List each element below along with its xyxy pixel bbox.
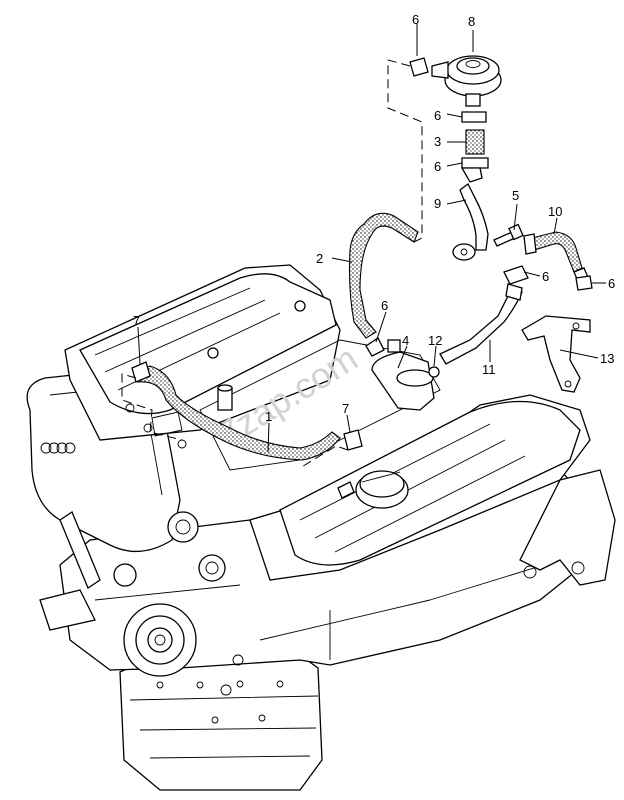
crankshaft-pulley <box>123 603 197 677</box>
callout-6: 6 <box>542 269 549 284</box>
part-12-clamp <box>428 366 440 378</box>
engine-block <box>26 264 616 791</box>
callout-4: 4 <box>402 333 409 348</box>
part-3-sleeve <box>465 129 485 155</box>
callout-5: 5 <box>512 188 519 203</box>
callout-1: 1 <box>265 409 272 424</box>
callout-8: 8 <box>468 14 475 29</box>
idler-pulley <box>167 511 226 582</box>
part-8-oil-separator <box>409 55 502 107</box>
callout-10: 10 <box>548 204 562 219</box>
callout-6: 6 <box>434 159 441 174</box>
part-4-pcv-valve <box>365 337 435 411</box>
callout-9: 9 <box>434 196 441 211</box>
callout-13: 13 <box>600 351 614 366</box>
part-1-hose <box>134 365 341 461</box>
callout-11: 11 <box>482 362 496 377</box>
part-10-hose <box>531 231 583 273</box>
part-9-pipe <box>452 183 489 261</box>
callout-labels: 6 8 6 3 6 9 5 10 2 6 6 6 7 4 12 13 11 7 … <box>133 12 615 424</box>
callout-6: 6 <box>608 276 615 291</box>
audi-rings-logo <box>40 442 76 454</box>
callout-6: 6 <box>412 12 419 27</box>
callout-6: 6 <box>381 298 388 313</box>
callout-6: 6 <box>434 108 441 123</box>
callout-3: 3 <box>434 134 441 149</box>
callout-2: 2 <box>316 251 323 266</box>
leader-lines <box>137 24 606 453</box>
callout-7: 7 <box>133 313 140 328</box>
tensioner <box>39 511 137 631</box>
part-2-hose <box>348 212 419 339</box>
callout-12: 12 <box>428 333 442 348</box>
exhaust-manifold <box>519 469 616 586</box>
assembly-guide-lines <box>121 59 423 469</box>
valve-cover-right <box>279 400 581 566</box>
callout-7: 7 <box>342 401 349 416</box>
oil-filler-cap <box>355 470 409 509</box>
part-11-pipe <box>439 287 523 365</box>
part-5-screw <box>493 223 524 247</box>
intake-valley <box>199 339 441 471</box>
part-13-bracket <box>521 315 591 393</box>
